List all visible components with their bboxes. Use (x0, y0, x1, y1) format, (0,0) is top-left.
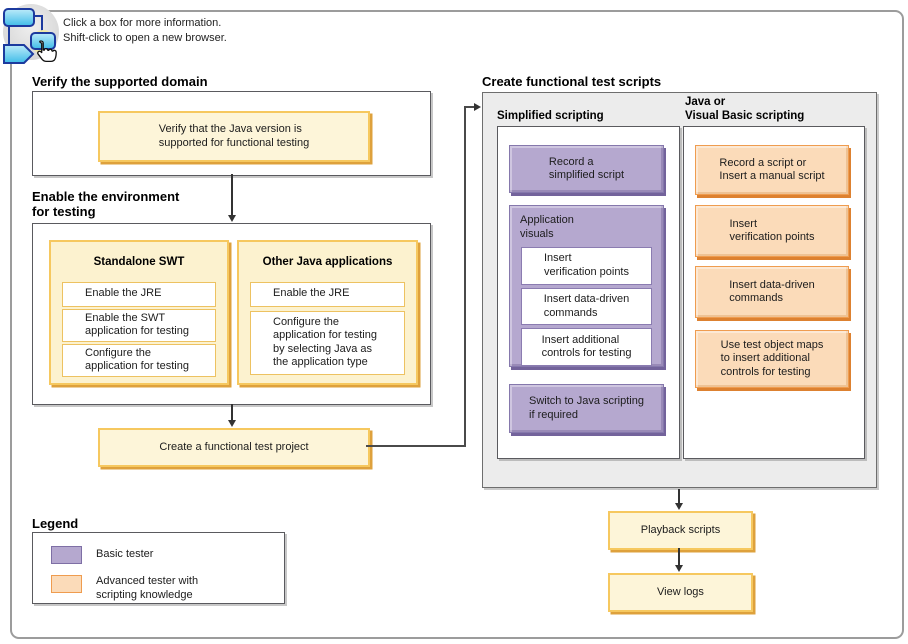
insert-data-driven-box[interactable]: Insert data-driven commands (521, 287, 652, 326)
legend-item-basic: Basic tester (51, 546, 284, 564)
arrow-scripts-to-playback-head (674, 503, 683, 510)
arrow-enable-to-create-line (231, 404, 233, 421)
connector-into-scripts (464, 106, 475, 108)
enable-swt-app-box[interactable]: Enable the SWT application for testing (62, 308, 216, 342)
scripts-section-heading: Create functional test scripts (482, 74, 662, 89)
create-test-project-box[interactable]: Create a functional test project (98, 428, 370, 467)
arrow-verify-to-enable-line (231, 174, 233, 216)
application-visuals-group[interactable]: Application visuals Insert verification … (509, 205, 664, 367)
configure-java-type-box[interactable]: Configure the application for testing by… (250, 310, 405, 375)
application-visuals-title: Application visuals (520, 214, 574, 240)
simplified-scripting-title: Simplified scripting (497, 110, 604, 122)
usage-note: Click a box for more information. Shift-… (63, 17, 227, 44)
configure-app-box[interactable]: Configure the application for testing (62, 343, 216, 377)
clickable-map-icon (1, 0, 63, 66)
arrow-enable-to-create-head (227, 420, 236, 427)
arrow-playback-to-logs-line (678, 548, 680, 566)
insert-verification-points-vb-box[interactable]: Insert verification points (695, 205, 849, 257)
enable-section-heading: Enable the environment for testing (32, 189, 180, 219)
switch-to-java-box[interactable]: Switch to Java scripting if required (509, 384, 664, 433)
view-logs-box[interactable]: View logs (608, 573, 753, 612)
outer-border (10, 10, 904, 639)
orange-swatch (51, 575, 82, 593)
verify-java-version-box[interactable]: Verify that the Java version is supporte… (98, 111, 370, 162)
arrow-scripts-to-playback-line (678, 489, 680, 504)
legend-box: Basic tester Advanced tester with script… (32, 532, 285, 604)
arrow-verify-to-enable-head (227, 215, 236, 222)
legend-label-basic: Basic tester (96, 548, 154, 560)
standalone-swt-group: Standalone SWT Enable the JRE Enable the… (49, 240, 229, 385)
legend-item-advanced: Advanced tester with scripting knowledge (51, 575, 284, 602)
legend-heading: Legend (32, 516, 79, 531)
arrow-into-scripts-head (474, 102, 481, 111)
use-test-object-maps-box[interactable]: Use test object maps to insert additiona… (695, 330, 849, 388)
java-vb-scripting-title: Java or Visual Basic scripting (685, 96, 805, 122)
record-simplified-script-box[interactable]: Record a simplified script (509, 145, 664, 193)
legend-label-advanced: Advanced tester with scripting knowledge (96, 575, 199, 601)
insert-verification-points-box[interactable]: Insert verification points (521, 247, 652, 285)
other-java-group: Other Java applications Enable the JRE C… (237, 240, 418, 385)
standalone-swt-title: Standalone SWT (93, 256, 185, 268)
other-java-title: Other Java applications (262, 256, 393, 268)
verify-section-heading: Verify the supported domain (32, 74, 208, 89)
connector-create-vertical (464, 106, 466, 447)
arrow-playback-to-logs-head (674, 565, 683, 572)
enable-jre-other-box[interactable]: Enable the JRE (250, 281, 405, 307)
insert-data-driven-vb-box[interactable]: Insert data-driven commands (695, 266, 849, 318)
playback-scripts-box[interactable]: Playback scripts (608, 511, 753, 550)
connector-create-horizontal (366, 445, 465, 447)
record-script-box[interactable]: Record a script or Insert a manual scrip… (695, 145, 849, 195)
purple-swatch (51, 546, 82, 564)
enable-jre-box[interactable]: Enable the JRE (62, 281, 216, 307)
insert-additional-controls-box[interactable]: Insert additional controls for testing (521, 328, 652, 367)
